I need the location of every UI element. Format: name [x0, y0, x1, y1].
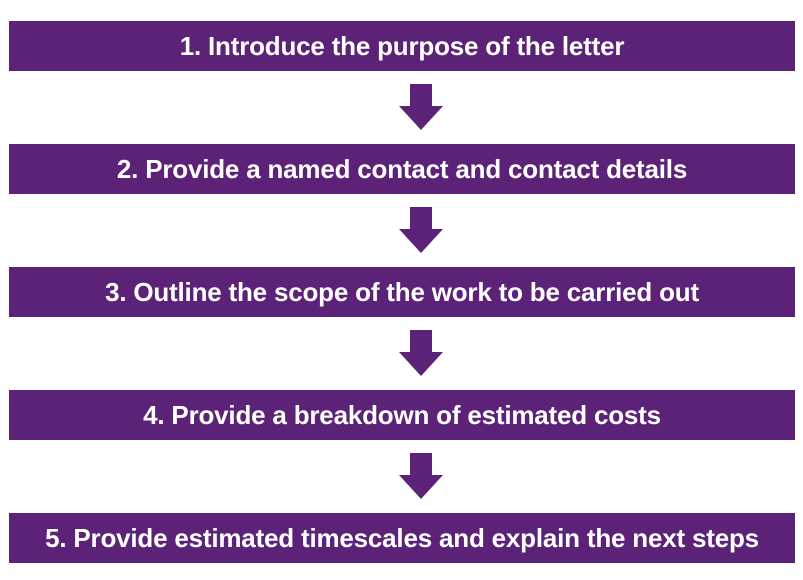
step-5-label: 5. Provide estimated timescales and expl… [45, 523, 759, 553]
step-2-box: 2. Provide a named contact and contact d… [9, 144, 795, 194]
down-arrow-icon [399, 330, 443, 376]
step-3-label: 3. Outline the scope of the work to be c… [105, 277, 699, 307]
down-arrow-icon [399, 207, 443, 253]
step-3-box: 3. Outline the scope of the work to be c… [9, 267, 795, 317]
step-4-label: 4. Provide a breakdown of estimated cost… [143, 400, 661, 430]
step-4-box: 4. Provide a breakdown of estimated cost… [9, 390, 795, 440]
step-2-label: 2. Provide a named contact and contact d… [116, 154, 688, 184]
step-1-box: 1. Introduce the purpose of the letter [9, 21, 795, 71]
down-arrow-icon [399, 453, 443, 499]
down-arrow-icon [399, 84, 443, 130]
step-1-label: 1. Introduce the purpose of the letter [179, 31, 625, 61]
step-5-box: 5. Provide estimated timescales and expl… [9, 513, 795, 563]
